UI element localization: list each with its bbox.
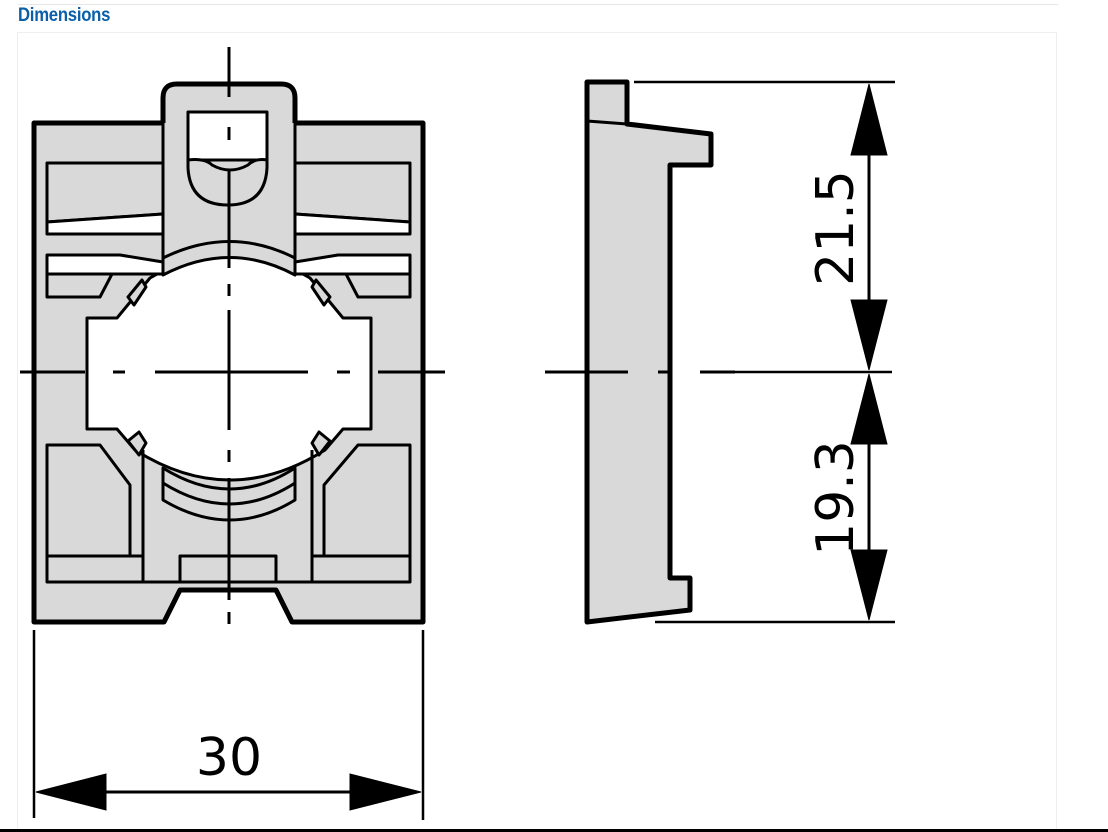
arrow-down-icon <box>850 299 888 371</box>
tooth-lower-left <box>126 430 148 457</box>
bottom-strip-right <box>310 554 412 584</box>
tooth-lower-right <box>310 430 332 457</box>
lower-height-dimension-label: 19.3 <box>806 440 866 556</box>
tooth-upper-right <box>310 278 332 307</box>
arrow-down-icon <box>850 549 888 621</box>
pocket-left <box>45 272 114 299</box>
band-white-left <box>45 253 165 276</box>
tooth-upper-left <box>126 278 148 307</box>
rail-right <box>310 450 326 556</box>
bottom-strip-left <box>45 554 145 584</box>
arrow-right-icon <box>349 773 422 811</box>
pocket-right <box>344 272 412 299</box>
slot-upper-left <box>45 161 165 224</box>
arrow-up-icon <box>850 373 888 445</box>
band-white-right <box>293 253 412 276</box>
front-centerlines <box>20 47 445 624</box>
side-body-outline <box>584 79 714 625</box>
top-divider <box>18 4 1058 5</box>
slot-upper-right <box>293 161 412 224</box>
upper-height-dimension-label: 21.5 <box>806 170 866 286</box>
section-title: Dimensions <box>18 5 111 26</box>
height-dimensions <box>634 80 895 624</box>
width-dimension-label: 30 <box>196 728 262 788</box>
width-dimension <box>32 630 425 820</box>
drawing-panel <box>17 32 1057 832</box>
side-top-notch-line <box>586 119 628 126</box>
arrow-up-icon <box>850 83 888 156</box>
bottom-divider <box>0 829 1108 832</box>
arrow-left-icon <box>35 773 107 811</box>
rail-left <box>128 450 145 556</box>
side-view <box>584 79 714 625</box>
